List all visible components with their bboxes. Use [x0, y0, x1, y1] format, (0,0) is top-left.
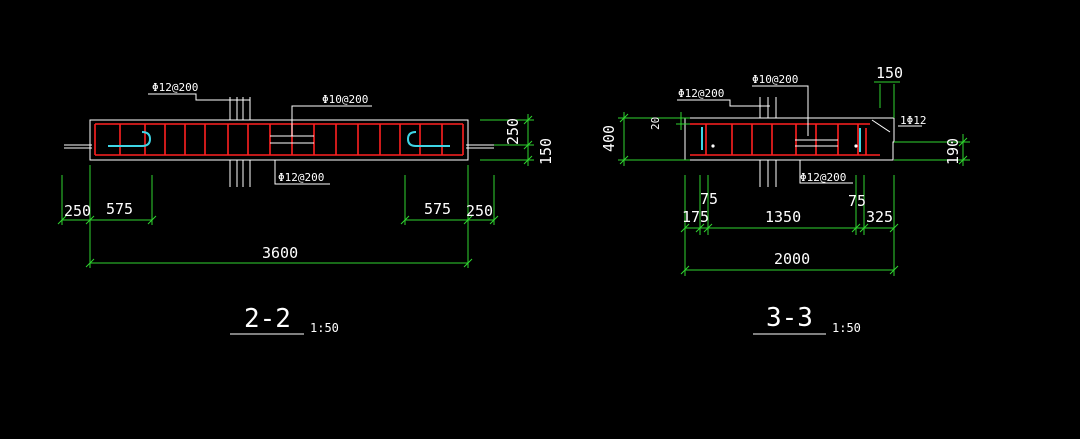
dim-vertical-2-2: [480, 114, 534, 166]
section-3-3: Φ12@200 Φ10@200 1Φ12 Φ12@200 400 20 150: [600, 64, 970, 335]
dim-vertical-right-3-3: [894, 134, 970, 166]
dim-height-3-3: 400: [600, 125, 618, 152]
dim-right-edge-2-2: 250: [466, 202, 493, 220]
dim-left-inner-2-2: 575: [106, 200, 133, 218]
wall-stub-2-2: [229, 97, 251, 187]
dim-75-left-3-3: 75: [700, 190, 718, 208]
wall-stub-3-3: [759, 97, 777, 187]
dim-right-height-3-3: 190: [944, 138, 962, 165]
label-top-left-bar-3-3: Φ12@200: [678, 87, 724, 100]
section-scale-2-2: 1:50: [310, 321, 339, 335]
hook-right-2-2: [406, 131, 450, 147]
dim-right-lower-2-2: 150: [537, 138, 555, 165]
leaders-2-2: [148, 93, 372, 185]
dim-75-right-3-3: 75: [848, 192, 866, 210]
label-bottom-bar-3-3: Φ12@200: [800, 171, 846, 184]
dim-right-inner-2-2: 575: [424, 200, 451, 218]
label-top-left-bar-2-2: Φ12@200: [152, 81, 198, 94]
dim-top-right-3-3: [874, 81, 900, 118]
label-top-mid-bar-3-3: Φ10@200: [752, 73, 798, 86]
slab-outline-2-2: [89, 119, 469, 161]
section-title-3-3: 3-3: [766, 303, 813, 333]
dim-1350-3-3: 1350: [765, 208, 801, 226]
hook-left-2-2: [108, 131, 152, 147]
dim-overall-3-3: 2000: [774, 250, 810, 268]
dim-overall-2-2: 3600: [262, 244, 298, 262]
leaders-3-3: [677, 85, 922, 184]
dim-top-right-3-3: 150: [876, 64, 903, 82]
dim-325-3-3: 325: [866, 208, 893, 226]
dim-vertical-left-3-3: [618, 112, 690, 166]
label-right-bar-3-3: 1Φ12: [900, 114, 927, 127]
section-title-2-2: 2-2: [244, 304, 291, 334]
section-scale-3-3: 1:50: [832, 321, 861, 335]
dim-chain-2-2: [57, 165, 499, 268]
dim-cover-3-3: 20: [649, 117, 662, 130]
dim-left-edge-2-2: 250: [64, 202, 91, 220]
dim-175-3-3: 175: [682, 208, 709, 226]
label-top-right-bar-2-2: Φ10@200: [322, 93, 368, 106]
dim-right-upper-2-2: 250: [504, 118, 522, 145]
dim-chain-3-3: [680, 175, 899, 276]
middle-bars-3-3: [711, 139, 858, 148]
section-2-2: Φ12@200 Φ10@200 Φ12@200 250 575 575 250: [57, 81, 555, 335]
rebar-cage-2-2: [94, 123, 464, 156]
rebar-cage-3-3: [690, 123, 880, 156]
label-bottom-bar-2-2: Φ12@200: [278, 171, 324, 184]
